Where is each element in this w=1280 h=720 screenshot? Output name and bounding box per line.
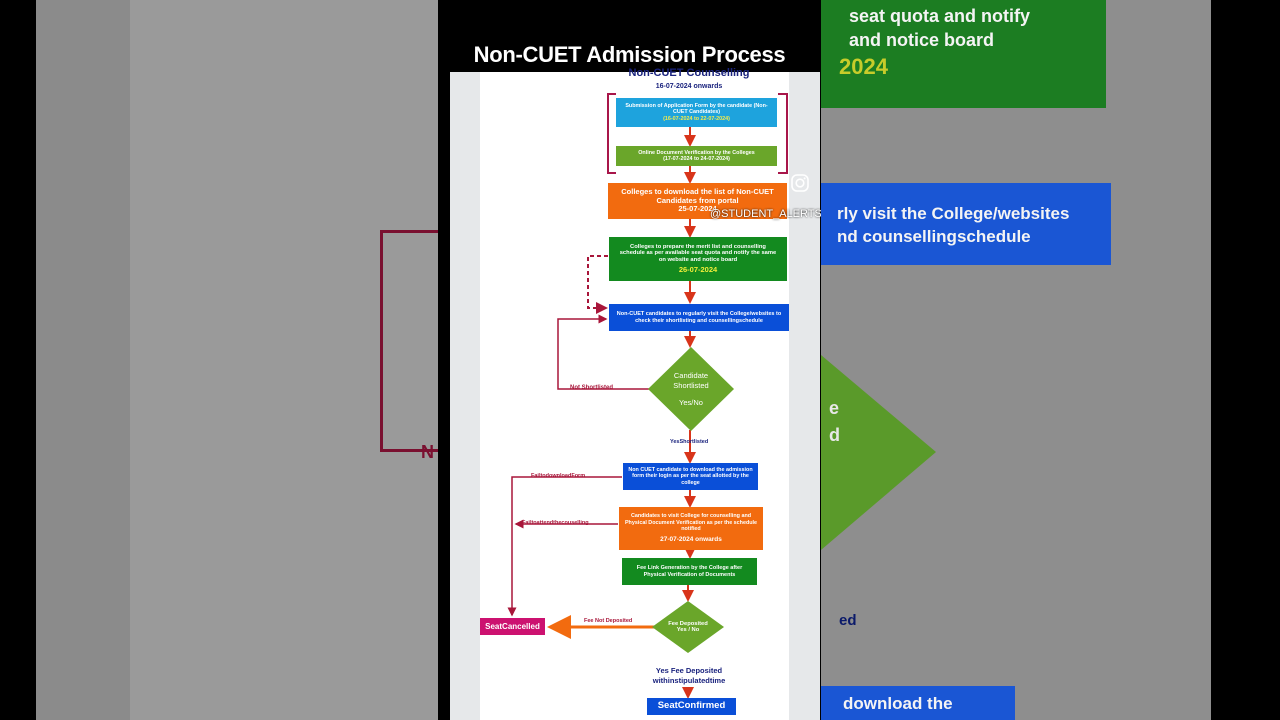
step-download-list-date: 25-07-2024: [678, 204, 717, 214]
background-right-blur: [821, 0, 1211, 720]
step-visit-college-date: 27-07-2024 onwards: [660, 536, 722, 544]
decision-shortlisted-title: Candidate Shortlisted: [673, 370, 709, 390]
flowchart-heading: Non-CUET Counselling: [628, 67, 750, 79]
step-fee-link-text: Fee Link Generation by the College after…: [636, 565, 743, 578]
background-diamond: [821, 355, 936, 550]
flowchart-paper: [480, 72, 789, 720]
background-green-text: seat quota and notify and notice board: [849, 6, 1031, 51]
label-fee-not-deposited: Fee Not Deposited: [584, 618, 633, 624]
decision-fee-shape: [652, 601, 724, 653]
label-yes-fee-deposited-line1: Yes Fee Deposited: [655, 666, 723, 675]
step-seat-confirmed-text: SeatConfirmed: [657, 700, 726, 712]
step-submission: Submission of Application Form by the ca…: [616, 98, 777, 127]
decision-shortlisted: Candidate Shortlisted Yes/No: [648, 347, 734, 431]
decision-fee-title: Fee Deposited: [668, 621, 708, 627]
decision-shortlisted-shape: [648, 347, 734, 431]
watermark-handle: @STUDENT_ALERTS: [710, 208, 821, 220]
label-fail-download: FailtodownloadForm: [531, 473, 586, 479]
background-diamond-text: e d: [829, 398, 840, 445]
decision-shortlisted-options: Yes/No: [679, 398, 703, 408]
step-visit-websites-text: Non-CUET candidates to regularly visit t…: [616, 311, 782, 324]
background-right-pane: seat quota and notify and notice board 2…: [821, 0, 1280, 720]
step-submission-dates: (16-07-2024 to 22-07-2024): [663, 115, 730, 122]
label-yes-shortlisted: YesShortlisted: [670, 439, 709, 445]
step-merit-list-text: Colleges to prepare the merit list and c…: [619, 243, 777, 264]
background-bottom-text: download the: [843, 694, 953, 713]
background-blue-text: rly visit the College/websites nd counse…: [837, 204, 1070, 246]
label-yes-fee-deposited-line2: withinstipulatedtime: [652, 676, 726, 686]
video-title: Non-CUET Admission Process: [473, 42, 786, 67]
background-green-block: seat quota and notify and notice board 2…: [821, 0, 1106, 108]
decision-fee-deposited: Fee Deposited Yes / No: [652, 601, 724, 653]
step-download-form-text: Non CUET candidate to download the admis…: [628, 467, 753, 486]
background-bracket: [380, 230, 438, 452]
step-seat-cancelled: SeatCancelled: [480, 618, 545, 635]
step-seat-cancelled-text: SeatCancelled: [485, 621, 540, 631]
background-left-pane: N: [0, 0, 438, 720]
flowchart-connectors: [507, 93, 788, 699]
background-fragment: ed: [839, 612, 857, 629]
step-seat-confirmed: SeatConfirmed: [647, 698, 736, 715]
label-yes-fee-deposited: Yes Fee Deposited withinstipulatedtime: [634, 666, 744, 686]
step-visit-websites: Non-CUET candidates to regularly visit t…: [609, 304, 789, 331]
step-download-list: Colleges to download the list of Non-CUE…: [608, 183, 787, 219]
instagram-icon: [791, 174, 809, 192]
background-bottom-blue: download the: [821, 686, 1015, 720]
step-merit-list: Colleges to prepare the merit list and c…: [609, 237, 787, 281]
flowchart-date-range: 16-07-2024 onwards: [655, 83, 723, 90]
step-verification-dates: (17-07-2024 to 24-07-2024): [663, 156, 730, 162]
step-visit-college-text: Candidates to visit College for counsell…: [624, 513, 758, 532]
background-blue-block: rly visit the College/websites nd counse…: [821, 183, 1111, 265]
background-left-fragment: N: [421, 442, 434, 462]
step-download-list-text: Colleges to download the list of Non-CUE…: [621, 187, 774, 205]
step-verification: Online Document Verification by the Coll…: [616, 146, 777, 166]
label-fail-attend: Failtoattendthecouselling: [522, 520, 589, 526]
step-submission-text: Submission of Application Form by the ca…: [625, 103, 768, 116]
background-green-date: 2024: [839, 54, 888, 79]
step-verification-text: Online Document Verification by the Coll…: [638, 149, 755, 156]
label-not-shortlisted: Not Shortlisted: [570, 385, 613, 391]
video-frame: Non-CUET Admission Process: [438, 0, 821, 720]
step-fee-link: Fee Link Generation by the College after…: [622, 558, 757, 585]
step-download-form: Non CUET candidate to download the admis…: [623, 463, 758, 490]
step-visit-college: Candidates to visit College for counsell…: [619, 507, 763, 550]
step-merit-list-date: 26-07-2024: [678, 264, 718, 274]
decision-fee-options: Yes / No: [676, 627, 700, 633]
background-left-inner: [130, 0, 438, 720]
